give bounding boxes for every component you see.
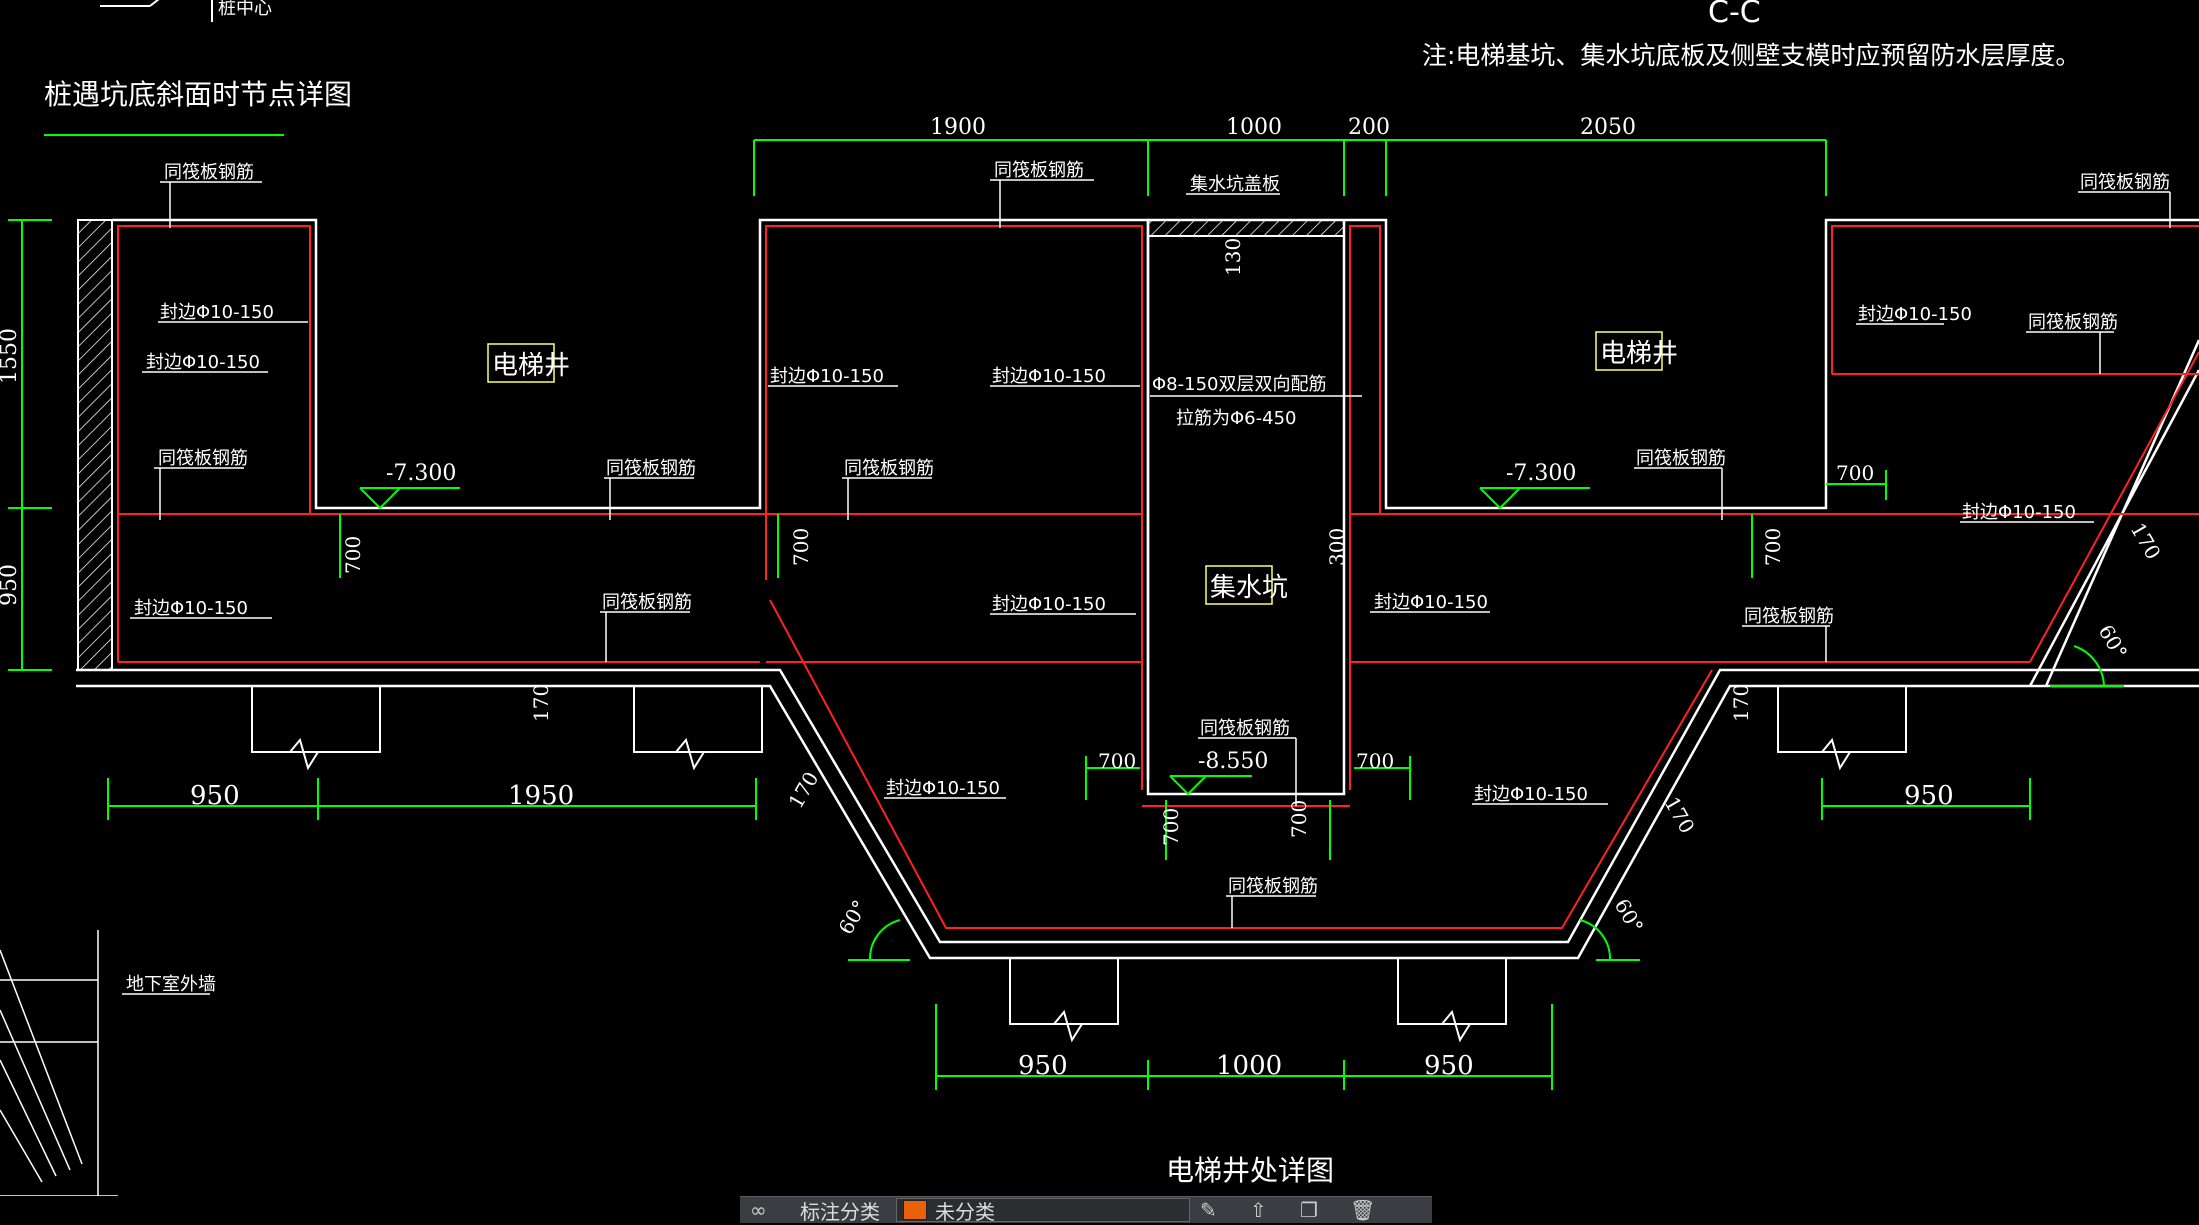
dimension-lines [8,139,2124,1090]
note-same-slab-11: 同筏板钢筋 [1200,718,1290,739]
cad-drawing-canvas[interactable]: C-C 注:电梯基坑、集水坑底板及侧壁支模时应预留防水层厚度。 桩中心 桩遇坑底… [0,0,2199,1196]
left-wall-hatch [77,219,113,671]
layer-color-swatch [903,1200,927,1220]
note-edge-seal-11: 封边Φ10-150 [1474,784,1588,805]
dim-700-f: 700 [1836,461,1874,485]
copy-icon[interactable]: ❐ [1300,1198,1318,1222]
elevation-markers [359,487,1590,796]
dim-300: 300 [1325,528,1349,566]
dim-top-2050: 2050 [1580,115,1636,140]
angle-60-c: 60° [2094,621,2133,664]
sump-cover-hatch [1147,219,1345,237]
dim-top-200: 200 [1348,115,1390,140]
note-same-slab-4: 同筏板钢筋 [2028,312,2118,333]
dim-700-c: 700 [1761,528,1785,566]
elevation-left: -7.300 [386,461,456,486]
note-same-slab-8: 同筏板钢筋 [1636,448,1726,469]
note-same-slab-1: 同筏板钢筋 [164,162,254,183]
note-edge-seal-7: 封边Φ10-150 [134,598,248,619]
note-rebar-tie: 拉筋为Φ6-450 [1176,408,1296,429]
note-rebar-main: Φ8-150双层双向配筋 [1152,374,1326,395]
elevator-left-label-box [487,343,555,383]
note-edge-seal-9: 封边Φ10-150 [1374,592,1488,613]
dim-bottom-950-right: 950 [1904,781,1954,811]
note-same-slab-9: 同筏板钢筋 [602,592,692,613]
dim-170-c: 170 [784,767,824,812]
dim-130: 130 [1221,238,1245,276]
general-note: 注:电梯基坑、集水坑底板及侧壁支模时应预留防水层厚度。 [1422,41,2080,70]
angle-60-b: 60° [1610,895,1649,938]
note-same-slab-6: 同筏板钢筋 [606,458,696,479]
dim-700-b: 700 [789,528,813,566]
note-sump-cover: 集水坑盖板 [1190,174,1280,195]
note-same-slab-5: 同筏板钢筋 [158,448,248,469]
note-same-slab-12: 同筏板钢筋 [1228,876,1318,897]
layer-dropdown[interactable]: 未分类 [896,1198,1190,1224]
note-edge-seal-10: 封边Φ10-150 [886,778,1000,799]
elevation-sump-bottom: -8.550 [1198,749,1268,774]
note-edge-seal-2: 封边Φ10-150 [146,352,260,373]
dim-700-a: 700 [341,536,365,574]
partial-detail-bottom-left [0,930,118,1196]
note-edge-seal-1: 封边Φ10-150 [160,302,274,323]
note-edge-seal-8: 封边Φ10-150 [992,594,1106,615]
dim-bottom-1000-mid: 1000 [1216,1051,1282,1081]
dim-bottom-950-mid-right: 950 [1424,1051,1474,1081]
dim-170-a: 170 [529,684,553,722]
dim-vertical-1550: 1550 [0,328,22,384]
elevation-right: -7.300 [1506,461,1576,486]
note-edge-seal-4: 封边Φ10-150 [992,366,1106,387]
dim-170-b: 170 [1729,684,1753,722]
angle-60-a: 60° [834,896,873,939]
dim-top-1900: 1900 [930,115,986,140]
dim-vertical-950: 950 [0,564,22,606]
note-same-slab-7: 同筏板钢筋 [844,458,934,479]
piles [251,686,1907,1043]
delete-icon[interactable]: 🗑 [1350,1198,1376,1222]
elevator-right-label: 电梯井 [1600,339,1678,369]
note-basement-wall: 地下室外墙 [126,974,216,995]
dim-bottom-1950: 1950 [508,781,574,811]
sump-label-box [1205,565,1273,605]
note-edge-seal-6: 封边Φ10-150 [1962,502,2076,523]
note-edge-seal-5: 封边Φ10-150 [1858,304,1972,325]
rebar-lines [117,225,2199,929]
layer-dropdown-value: 未分类 [935,1199,995,1224]
top-left-label: 桩中心 [218,0,272,19]
dim-170-e: 170 [2126,519,2166,564]
dim-bottom-950-mid-left: 950 [1018,1051,1068,1081]
elevator-right-label-box [1595,331,1663,371]
dim-top-1000: 1000 [1226,115,1282,140]
leader-lines [122,179,2171,995]
elevator-left-label: 电梯井 [492,351,570,381]
upload-icon[interactable]: ⇧ [1250,1198,1267,1222]
note-same-slab-2: 同筏板钢筋 [994,160,1084,181]
dim-700-g: 700 [1159,808,1183,846]
note-same-slab-3: 同筏板钢筋 [2080,172,2170,193]
dim-700-d: 700 [1098,749,1136,773]
detail-title: 桩遇坑底斜面时节点详图 [44,78,352,111]
dim-700-e: 700 [1356,749,1394,773]
structure-outline [76,218,2199,960]
note-edge-seal-3: 封边Φ10-150 [770,366,884,387]
sump-label: 集水坑 [1210,573,1288,603]
link-icon[interactable]: ∞ [750,1198,767,1222]
section-mark: C-C [1708,0,1761,30]
drawing-title: 电梯井处详图 [1166,1154,1334,1187]
edit-icon[interactable]: ✎ [1200,1198,1217,1222]
bottom-toolbar: ∞ 标注分类 未分类 ✎ ⇧ ❐ 🗑 [740,1196,1432,1224]
note-same-slab-10: 同筏板钢筋 [1744,606,1834,627]
layer-label: 标注分类 [800,1199,880,1224]
dim-bottom-950-left: 950 [190,781,240,811]
dim-700-h: 700 [1287,800,1311,838]
